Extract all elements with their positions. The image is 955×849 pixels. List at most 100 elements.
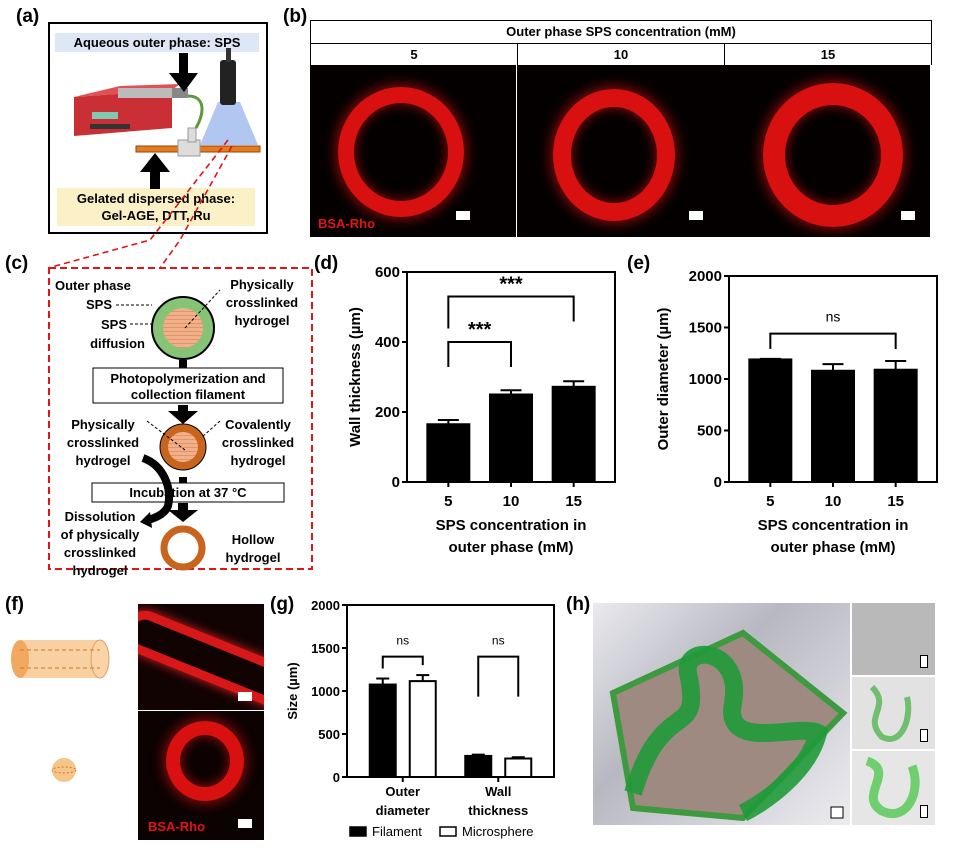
- down-arrow-icon: [169, 53, 198, 92]
- x-tick-label: 5: [766, 493, 774, 510]
- significance-bracket: [477, 655, 520, 697]
- y-axis-label: Outer diameter (µm): [655, 308, 672, 451]
- y-tick-label: 1500: [311, 641, 340, 656]
- down-arrow-icon: [168, 503, 198, 522]
- column-10mm: 10: [517, 44, 724, 65]
- hollow-ring: [160, 525, 206, 571]
- y-tick-label: 0: [333, 770, 340, 785]
- y-tick-label: 400: [375, 334, 400, 351]
- step1-line2: collection filament: [131, 387, 246, 402]
- y-tick-label: 0: [392, 474, 400, 491]
- panel-a-setup: [48, 22, 268, 234]
- curved-arrow-icon: [141, 454, 173, 524]
- up-arrow-icon: [140, 153, 170, 189]
- bar-microsphere: [504, 757, 533, 779]
- phys-left-3: hydrogel: [76, 453, 131, 468]
- y-tick-label: 200: [375, 404, 400, 421]
- microsphere-fluorescence-image: BSA-Rho: [138, 711, 264, 840]
- phys-left-1: Physically: [71, 417, 135, 432]
- cov-right-2: crosslinked: [222, 435, 294, 450]
- dissolution-2: of physically: [61, 527, 141, 542]
- dispersed-line2: Gel-AGE, DTT, Ru: [101, 208, 211, 223]
- tubing: [187, 94, 204, 129]
- sps-concentration-header: Outer phase SPS concentration (mM): [311, 21, 931, 44]
- significance-bracket: [769, 332, 897, 349]
- scale-bar: [456, 211, 470, 220]
- significance-bracket: [447, 341, 512, 367]
- panel-label-e: (e): [627, 253, 651, 274]
- outer-phase-label: Aqueous outer phase: SPS: [55, 33, 259, 52]
- x-tick-label: thickness: [468, 803, 528, 818]
- dispersed-phase-label: Gelated dispersed phase: Gel-AGE, DTT, R…: [57, 188, 255, 226]
- bar-filament: [464, 754, 493, 778]
- x-axis-label: SPS concentration in: [758, 517, 909, 534]
- dispersed-line1: Gelated dispersed phase:: [76, 191, 236, 206]
- bar: [811, 369, 855, 484]
- significance-label: ns: [396, 634, 409, 648]
- hollow-2: hydrogel: [226, 550, 281, 565]
- filament-fluorescence-image: [138, 604, 264, 710]
- significance-label: ns: [826, 309, 841, 325]
- scale-bar: [689, 211, 703, 220]
- x-tick-label: 15: [565, 493, 582, 510]
- zoom-indicator-lines: [47, 139, 233, 269]
- x-tick-label: Outer: [385, 784, 420, 799]
- hydrogel-photo: [593, 603, 850, 825]
- y-axis-label: Wall thickness (µm): [347, 307, 364, 447]
- significance-label: ***: [499, 274, 523, 296]
- x-tick-label: 10: [503, 493, 520, 510]
- bar: [489, 393, 533, 483]
- legend-label: Microsphere: [462, 824, 534, 839]
- x-axis-label: outer phase (mM): [448, 539, 573, 556]
- y-tick-label: 1500: [689, 320, 722, 337]
- significance-label: ns: [492, 634, 505, 648]
- y-tick-label: 1000: [689, 371, 722, 388]
- cov-right-1: Covalently: [225, 417, 292, 432]
- incubation-box: [91, 482, 285, 503]
- dissolution-3: crosslinked: [64, 545, 136, 560]
- significance-bracket: [447, 295, 575, 329]
- scale-bar: [901, 211, 915, 220]
- x-axis-label: SPS concentration in: [436, 517, 587, 534]
- panel-label-g: (g): [270, 594, 295, 615]
- significance-label: ***: [468, 319, 492, 341]
- hydrogel-inset-1: [852, 603, 935, 675]
- step2-text: Incubation at 37 °C: [129, 485, 247, 500]
- x-tick-label: Wall: [485, 784, 511, 799]
- y-axis-label: Size (µm): [285, 662, 300, 719]
- y-tick-label: 500: [318, 727, 340, 742]
- photopolymerization-box: [92, 367, 284, 404]
- bar: [551, 385, 596, 483]
- stain-label-f: BSA-Rho: [148, 819, 206, 834]
- y-tick-label: 1000: [311, 684, 340, 699]
- sps-diffusion-text: SPS: [101, 317, 127, 332]
- cylinder-icon: [11, 639, 110, 679]
- legend-swatch: [349, 826, 367, 837]
- phys-top-2: crosslinked: [226, 295, 298, 310]
- hydrogel-inset-2: [852, 677, 935, 749]
- phys-left-2: crosslinked: [67, 435, 139, 450]
- phys-top-1: Physically: [230, 277, 294, 292]
- x-tick-label: 5: [444, 493, 452, 510]
- bar: [873, 368, 918, 484]
- bar-microsphere: [408, 680, 437, 778]
- uv-lamp-icon: [200, 48, 258, 145]
- legend-label: Filament: [372, 824, 422, 839]
- dissolution-1: Dissolution: [65, 509, 136, 524]
- y-tick-label: 500: [697, 423, 722, 440]
- bar: [426, 423, 471, 483]
- panel-label-a: (a): [16, 6, 40, 27]
- fluorescence-image-15mm: [723, 65, 930, 237]
- hydrogel-inset-3: [852, 751, 935, 825]
- panel-label-f: (f): [5, 594, 24, 615]
- panel-label-h: (h): [566, 594, 591, 615]
- x-tick-label: 15: [887, 493, 904, 510]
- panel-label-b: (b): [283, 6, 308, 27]
- panel-b-header: Outer phase SPS concentration (mM) 5 10 …: [310, 20, 932, 65]
- x-tick-label: diameter: [376, 803, 430, 818]
- gel-core: [163, 308, 203, 348]
- x-tick-label: 10: [825, 493, 842, 510]
